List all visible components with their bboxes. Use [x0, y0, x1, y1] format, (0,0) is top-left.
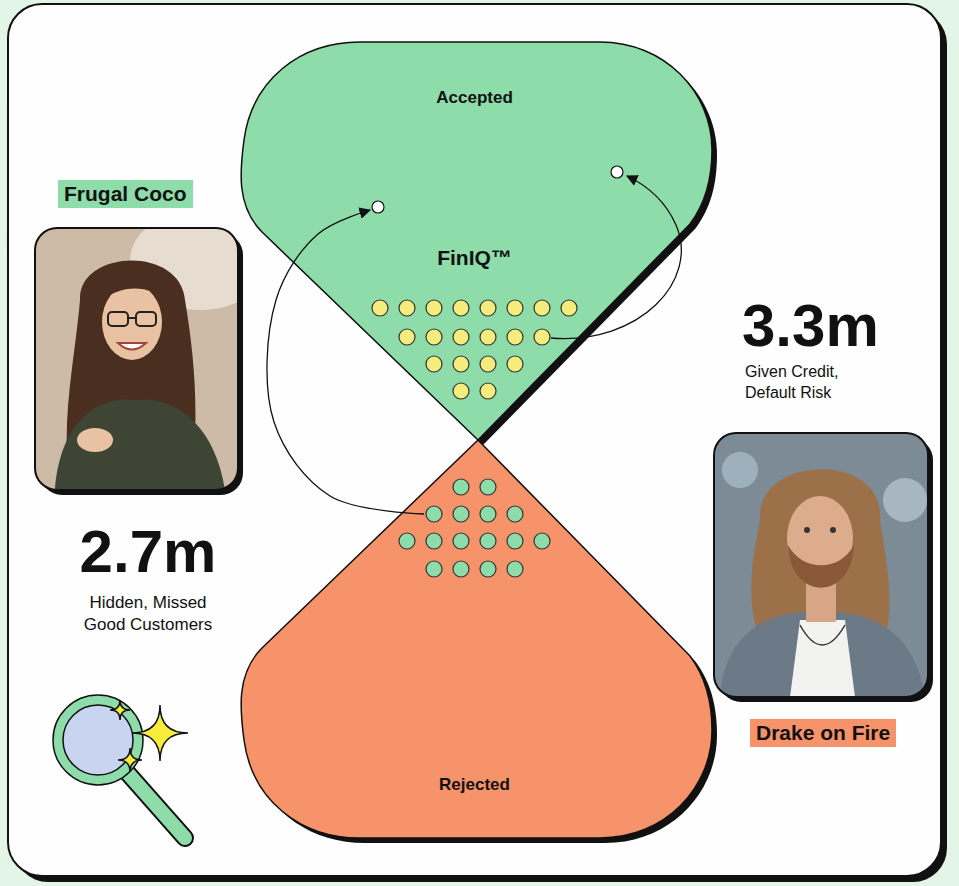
dot	[426, 329, 442, 345]
sparkle	[132, 705, 188, 761]
note: Hidden, Missed Good Customers	[73, 592, 223, 636]
portrait-photo	[714, 433, 928, 697]
rejected-region: Rejected	[237, 436, 722, 848]
bokeh	[722, 452, 758, 488]
name-tag: Frugal Coco	[58, 180, 193, 208]
accepted-region: AcceptedFinIQ™	[237, 36, 722, 448]
dot	[426, 561, 442, 577]
fringe	[100, 274, 168, 302]
eye	[830, 527, 836, 533]
magnifier-lens	[58, 700, 138, 780]
note: Given Credit, Default Risk	[745, 362, 875, 404]
dot	[561, 300, 577, 316]
magnifier-handle	[125, 770, 185, 838]
dot	[453, 561, 469, 577]
target-dot	[372, 201, 384, 213]
flow-arrow	[267, 210, 424, 514]
dot	[480, 356, 496, 372]
dot	[480, 383, 496, 399]
dot	[399, 329, 415, 345]
beard	[788, 545, 854, 588]
dot	[453, 506, 469, 522]
dot	[507, 329, 523, 345]
smile	[118, 343, 146, 350]
dot	[399, 533, 415, 549]
dot	[480, 506, 496, 522]
flow-arrow	[551, 176, 681, 339]
necklace	[800, 625, 845, 645]
dot	[453, 329, 469, 345]
magnifier-rim	[63, 705, 133, 775]
dot	[426, 356, 442, 372]
region-title: Accepted	[242, 88, 707, 108]
person-name: Frugal Coco	[64, 182, 187, 206]
dot	[480, 300, 496, 316]
dot	[480, 561, 496, 577]
region-title: Rejected	[242, 775, 707, 795]
big-number: 3.3m	[742, 296, 922, 356]
accepted-dots	[372, 300, 577, 399]
dot	[480, 533, 496, 549]
dot	[453, 479, 469, 495]
dot	[453, 300, 469, 316]
person-name: Drake on Fire	[756, 721, 890, 745]
dot	[507, 533, 523, 549]
magnifier-rim	[53, 695, 143, 785]
card	[8, 4, 941, 876]
glasses	[108, 312, 128, 326]
glasses	[136, 312, 156, 326]
eye	[804, 527, 810, 533]
shape-fill	[241, 42, 712, 440]
portrait-photo	[35, 228, 238, 490]
dot	[507, 506, 523, 522]
dot	[480, 329, 496, 345]
sparkle	[118, 748, 142, 772]
rejected-dots	[399, 479, 550, 577]
photo-frame	[714, 433, 928, 697]
hoodie	[55, 399, 225, 490]
dot	[534, 533, 550, 549]
magnifier-handle-outline	[125, 770, 185, 838]
face	[102, 284, 162, 360]
big-number: 2.7m	[38, 522, 258, 582]
name-tag: Drake on Fire	[750, 719, 896, 747]
dot	[453, 533, 469, 549]
photo-ground	[714, 433, 928, 697]
photo-frame	[35, 228, 238, 490]
jacket	[720, 612, 925, 697]
dot	[426, 506, 442, 522]
glasses	[128, 317, 136, 319]
dot	[480, 479, 496, 495]
target-dot	[611, 166, 623, 178]
dot	[507, 356, 523, 372]
dot	[534, 329, 550, 345]
sparkle	[110, 700, 130, 720]
dot	[453, 356, 469, 372]
dot	[426, 533, 442, 549]
dot	[372, 300, 388, 316]
dot	[399, 300, 415, 316]
shirt	[790, 620, 855, 697]
hand	[77, 428, 113, 452]
shape-fill	[241, 440, 712, 838]
brand-name: FinIQ™	[242, 246, 707, 270]
dot	[453, 383, 469, 399]
dot	[534, 300, 550, 316]
dot	[426, 300, 442, 316]
dot	[507, 300, 523, 316]
bokeh	[883, 478, 927, 522]
dot	[507, 561, 523, 577]
